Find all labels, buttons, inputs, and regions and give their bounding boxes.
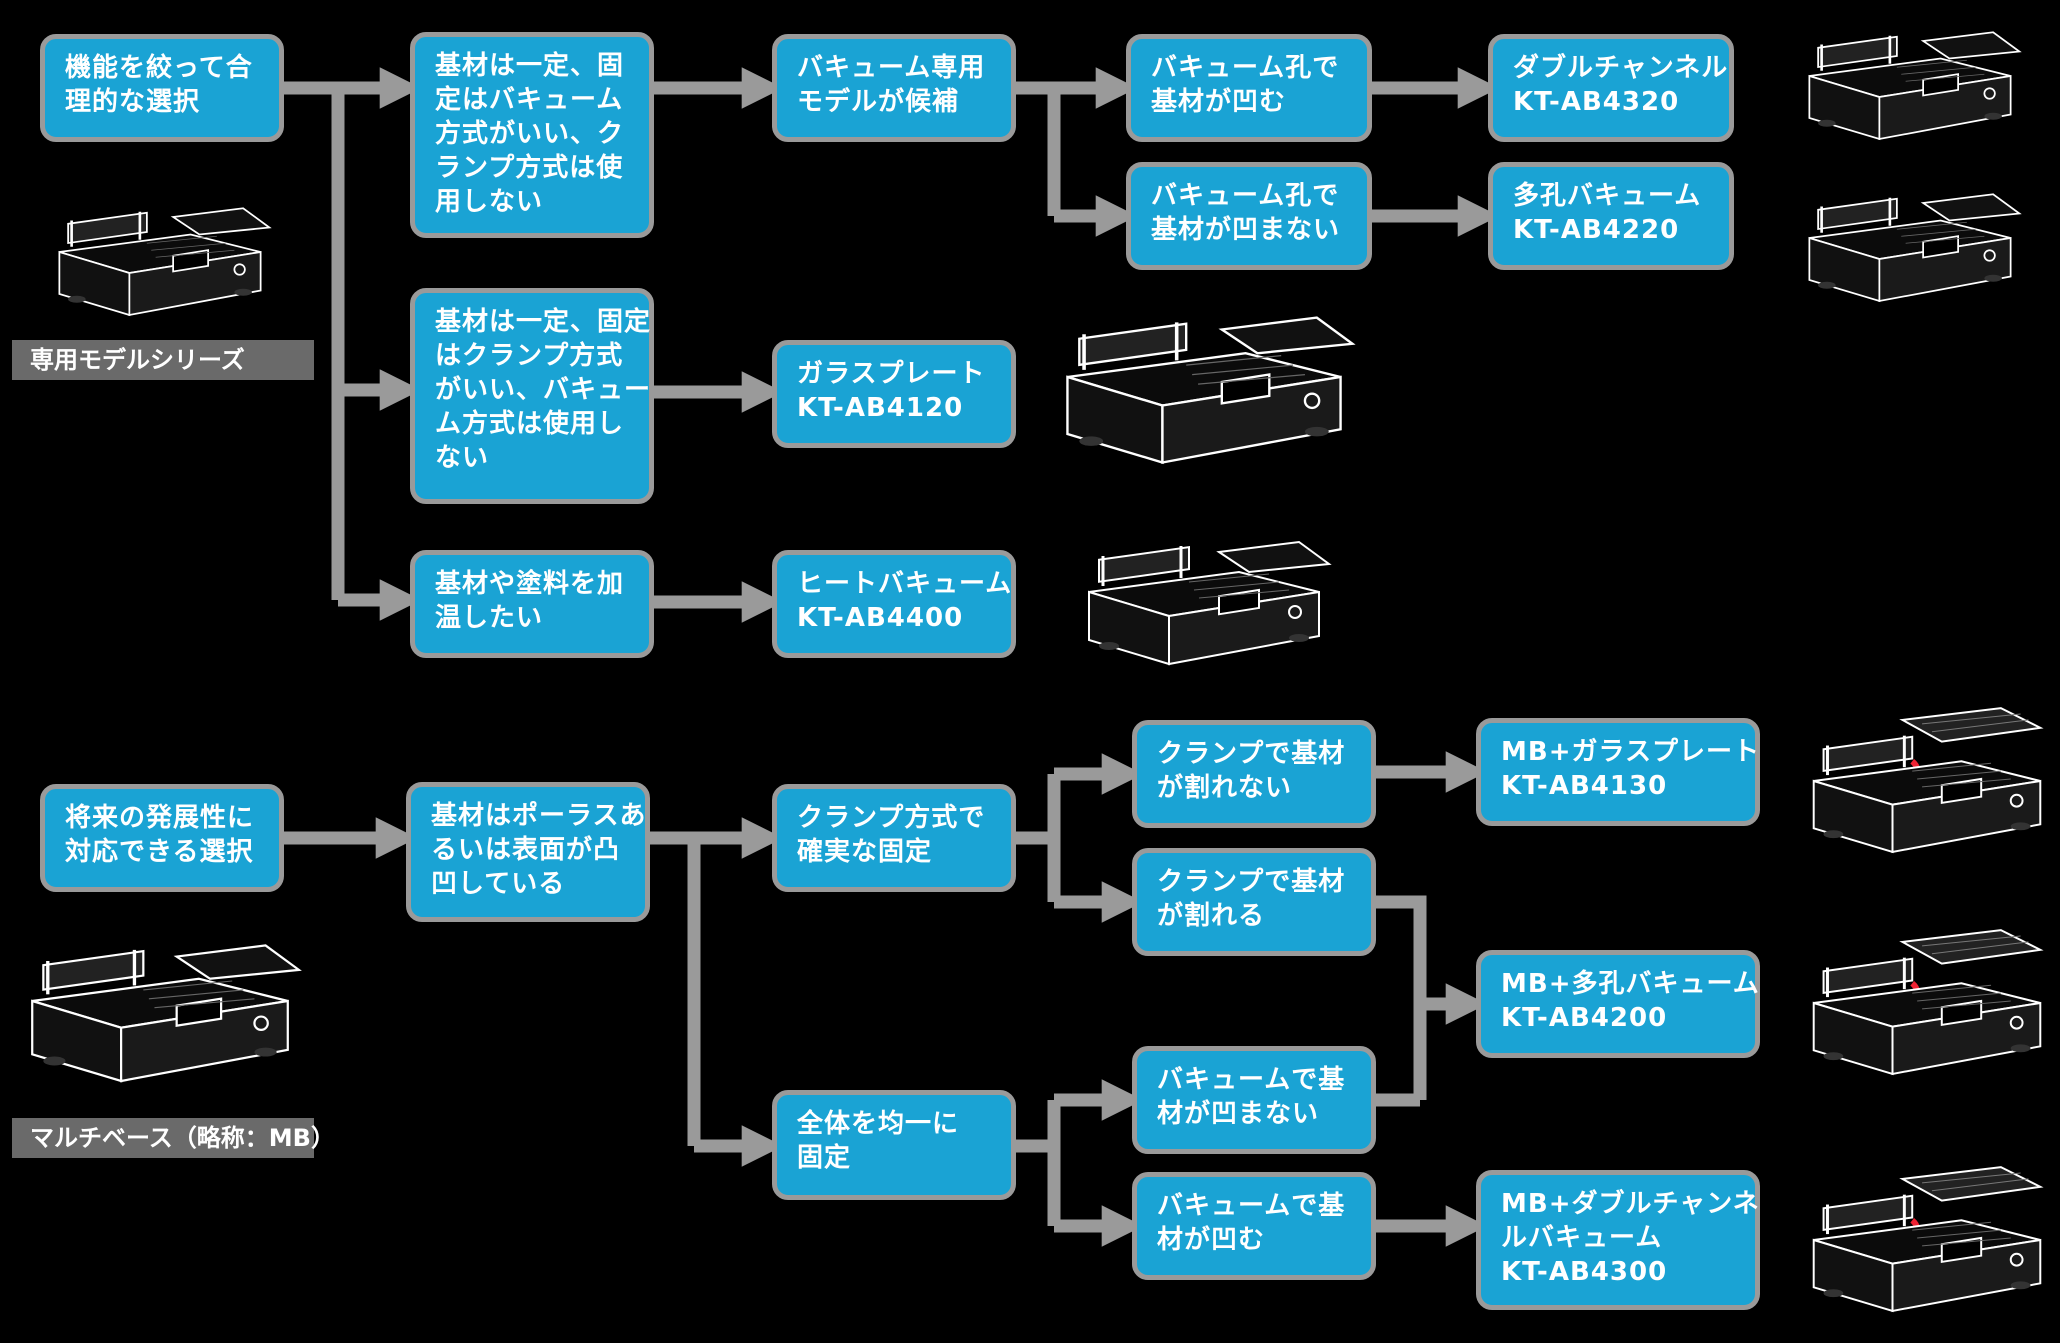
coater-machine-icon bbox=[10, 182, 310, 322]
box-text-line: MB+多孔バキューム bbox=[1501, 969, 1760, 999]
box-text-line: バキューム専用 bbox=[797, 53, 986, 83]
coater-machine-with-plate-icon bbox=[1794, 908, 2060, 1098]
box-text-line: クランプで基材 bbox=[1157, 739, 1346, 769]
box-text-line: KT-AB4130 bbox=[1501, 771, 1668, 801]
box-text-line: 固定 bbox=[797, 1143, 852, 1173]
box-text-line: 材が凹む bbox=[1157, 1225, 1266, 1255]
box-text-line: ルバキューム bbox=[1501, 1223, 1663, 1253]
coater-machine-icon bbox=[1762, 168, 2058, 308]
box-text-line: 機能を絞って合 bbox=[65, 53, 253, 83]
box-text-line: 対応できる選択 bbox=[65, 837, 254, 867]
box-text-line: 方式がいい、ク bbox=[435, 119, 625, 149]
box-text-line: が割れない bbox=[1157, 773, 1293, 803]
box-e1: ダブルチャンネル KT-AB4320 bbox=[1488, 34, 1734, 142]
coater-machine-icon bbox=[1036, 512, 1372, 672]
box-text-line: るいは表面が凸 bbox=[431, 835, 621, 865]
box-b3: 基材や塗料を加温したい bbox=[410, 550, 654, 658]
dedicated-series-label: 専用モデルシリーズ bbox=[12, 340, 314, 380]
box-text-line: 材が凹まない bbox=[1157, 1099, 1320, 1129]
box-text-line: 確実な固定 bbox=[797, 837, 933, 867]
box-m1: 将来の発展性に対応できる選択 bbox=[40, 784, 284, 892]
flow-line bbox=[1376, 895, 1427, 1100]
box-text-line: MB+ダブルチャンネ bbox=[1501, 1189, 1760, 1219]
coater-machine-icon bbox=[10, 904, 310, 1098]
box-e2: 多孔バキューム KT-AB4220 bbox=[1488, 162, 1734, 270]
coater-machine-with-plate-icon bbox=[1794, 686, 2060, 876]
box-text-line: 基材が凹まない bbox=[1151, 215, 1341, 245]
box-m3: クランプ方式で確実な固定 bbox=[772, 784, 1016, 892]
box-text-line: が割れる bbox=[1157, 901, 1266, 931]
box-c2: ガラスプレート KT-AB4120 bbox=[772, 340, 1016, 448]
box-text-line: KT-AB4400 bbox=[797, 603, 964, 633]
box-b2: 基材は一定、固定はクランプ方式がいい、バキューム方式は使用しない bbox=[410, 288, 654, 504]
box-text-line: 基材はポーラスあ bbox=[431, 801, 647, 831]
box-text-line: 定はバキューム bbox=[435, 85, 624, 115]
box-text-line: はクランプ方式 bbox=[435, 341, 624, 371]
box-text-line: 基材は一定、固 bbox=[435, 51, 625, 81]
box-text-line: バキューム孔で bbox=[1151, 53, 1340, 83]
box-text-line: 基材は一定、固定 bbox=[435, 307, 652, 337]
box-text-line: バキュームで基 bbox=[1157, 1191, 1346, 1221]
flow-line bbox=[650, 831, 701, 1146]
box-text-line: KT-AB4320 bbox=[1513, 87, 1680, 117]
box-d1: バキューム孔で基材が凹む bbox=[1126, 34, 1372, 142]
box-m7: バキュームで基材が凹まない bbox=[1132, 1046, 1376, 1154]
box-text-line: モデルが候補 bbox=[797, 87, 960, 117]
coater-machine-icon bbox=[1036, 282, 1372, 472]
box-text-line: ム方式は使用し bbox=[435, 409, 625, 439]
box-m6: クランプで基材が割れる bbox=[1132, 848, 1376, 956]
box-text-line: 凹している bbox=[431, 869, 566, 899]
flow-line bbox=[1016, 81, 1061, 216]
box-text-line: がいい、バキュー bbox=[435, 375, 652, 405]
box-text-line: 基材や塗料を加 bbox=[435, 569, 625, 599]
box-m5: クランプで基材が割れない bbox=[1132, 720, 1376, 828]
multibase-series-label: マルチベース（略称：MB） bbox=[12, 1118, 335, 1158]
box-text-line: KT-AB4120 bbox=[797, 393, 964, 423]
box-m8: バキュームで基材が凹む bbox=[1132, 1172, 1376, 1280]
box-text-line: 基材が凹む bbox=[1151, 87, 1287, 117]
box-b1: 基材は一定、固定はバキューム方式がいい、クランプ方式は使用しない bbox=[410, 32, 654, 238]
box-text-line: 全体を均一に bbox=[797, 1109, 960, 1139]
box-text-line: クランプで基材 bbox=[1157, 867, 1346, 897]
box-text-line: ダブルチャンネル bbox=[1513, 53, 1729, 83]
box-text-line: 用しない bbox=[435, 187, 544, 217]
box-text-line: 多孔バキューム bbox=[1513, 181, 1702, 211]
box-text-line: 温したい bbox=[435, 603, 544, 633]
coater-machine-with-plate-icon bbox=[1794, 1142, 2060, 1338]
box-text-line: バキュームで基 bbox=[1157, 1065, 1346, 1095]
box-m10: MB+多孔バキューム KT-AB4200 bbox=[1476, 950, 1760, 1058]
box-text-line: ガラスプレート bbox=[797, 359, 986, 389]
box-m11: MB+ダブルチャンネルバキューム KT-AB4300 bbox=[1476, 1170, 1760, 1310]
box-text-line: MB+ガラスプレート bbox=[1501, 737, 1760, 767]
box-text-line: バキューム孔で bbox=[1151, 181, 1340, 211]
coater-machine-icon bbox=[1762, 6, 2058, 146]
box-a1: 機能を絞って合理的な選択 bbox=[40, 34, 284, 142]
box-text-line: KT-AB4300 bbox=[1501, 1257, 1668, 1287]
box-text-line: 理的な選択 bbox=[65, 87, 201, 117]
box-d2: バキューム孔で基材が凹まない bbox=[1126, 162, 1372, 270]
box-text-line: KT-AB4220 bbox=[1513, 215, 1680, 245]
box-text-line: 将来の発展性に bbox=[65, 803, 255, 833]
box-m4: 全体を均一に固定 bbox=[772, 1090, 1016, 1200]
box-text-line: ない bbox=[435, 443, 490, 473]
box-text-line: KT-AB4200 bbox=[1501, 1003, 1668, 1033]
box-text-line: ランプ方式は使 bbox=[435, 153, 624, 183]
box-c1: バキューム専用モデルが候補 bbox=[772, 34, 1016, 142]
box-c3: ヒートバキューム KT-AB4400 bbox=[772, 550, 1016, 658]
box-text-line: クランプ方式で bbox=[797, 803, 986, 833]
box-m2: 基材はポーラスあるいは表面が凸凹している bbox=[406, 782, 650, 922]
box-text-line: ヒートバキューム bbox=[797, 569, 1013, 599]
box-m9: MB+ガラスプレート KT-AB4130 bbox=[1476, 718, 1760, 826]
